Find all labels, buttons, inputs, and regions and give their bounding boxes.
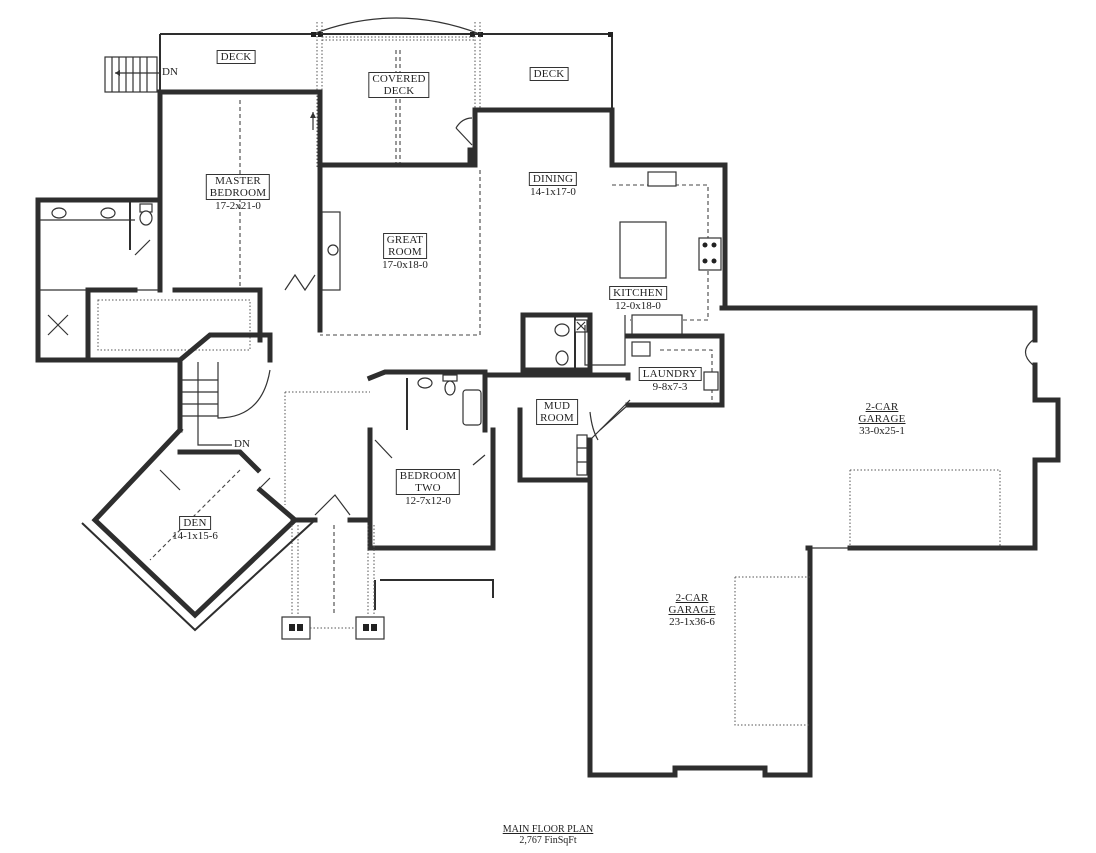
- room-name: 2-CAR GARAGE: [668, 592, 716, 616]
- kitchen-fixtures: [612, 171, 722, 336]
- room-name: DECK: [216, 50, 256, 64]
- mud-room: [487, 372, 631, 483]
- room-name: BEDROOM TWO: [395, 469, 461, 495]
- stair-down-label: DN: [234, 438, 250, 450]
- deck-outline: [159, 17, 613, 168]
- room-dimensions: 9-8x7-3: [652, 381, 688, 393]
- room-name: MASTER BEDROOM: [205, 174, 271, 200]
- room-dimensions: 12-0x18-0: [615, 300, 661, 312]
- room-label-mud-room: MUD ROOM: [536, 399, 578, 425]
- garage-walls: [587, 305, 1061, 778]
- room-name: COVERED DECK: [368, 72, 430, 98]
- stair-down-label: DN: [162, 66, 178, 78]
- room-label-dining: DINING 14-1x17-0: [528, 172, 578, 198]
- room-label-deck-right: DECK: [529, 67, 569, 81]
- room-label-great-room: GREAT ROOM 17-0x18-0: [382, 233, 428, 271]
- room-label-master-bedroom: MASTER BEDROOM 17-2x21-0: [205, 174, 271, 212]
- room-dimensions: 23-1x36-6: [669, 616, 715, 628]
- room-label-deck-left: DECK: [216, 50, 256, 64]
- den: [81, 426, 316, 632]
- room-label-den: DEN 14-1x15-6: [172, 516, 218, 542]
- plan-area: 2,767 FinSqFt: [519, 835, 577, 846]
- master-bedroom-walls: [35, 89, 323, 363]
- room-name: DINING: [528, 172, 578, 186]
- room-dimensions: 14-1x15-6: [172, 530, 218, 542]
- room-dimensions: 14-1x17-0: [530, 186, 576, 198]
- room-dimensions: 12-7x12-0: [405, 495, 451, 507]
- laundry-room: [599, 333, 725, 431]
- bedroom-two: [366, 369, 496, 610]
- room-name: KITCHEN: [609, 286, 667, 300]
- room-dimensions: 17-2x21-0: [215, 200, 261, 212]
- room-label-bedroom-two: BEDROOM TWO 12-7x12-0: [395, 469, 461, 507]
- room-dimensions: 17-0x18-0: [382, 259, 428, 271]
- room-name: LAUNDRY: [638, 367, 702, 381]
- front-porch: [281, 494, 385, 640]
- deck-stairs: [104, 56, 160, 93]
- room-name: 2-CAR GARAGE: [858, 401, 906, 425]
- room-name: MUD ROOM: [536, 399, 578, 425]
- room-label-garage-lower: 2-CAR GARAGE 23-1x36-6: [668, 592, 715, 628]
- room-label-covered-deck: COVERED DECK: [368, 72, 430, 98]
- plan-title-block: MAIN FLOOR PLAN 2,767 FinSqFt: [503, 824, 594, 846]
- room-name: DEN: [179, 516, 211, 530]
- great-room-walls: [284, 107, 728, 336]
- master-bath: [38, 200, 263, 358]
- room-label-kitchen: KITCHEN 12-0x18-0: [609, 286, 667, 312]
- interior-stairs: [176, 332, 370, 505]
- room-name: DECK: [529, 67, 569, 81]
- room-dimensions: 33-0x25-1: [859, 425, 905, 437]
- plan-title: MAIN FLOOR PLAN: [502, 824, 594, 835]
- room-name: GREAT ROOM: [382, 233, 428, 259]
- room-label-laundry: LAUNDRY 9-8x7-3: [638, 367, 702, 393]
- powder-room: [520, 312, 626, 373]
- room-label-garage-upper: 2-CAR GARAGE 33-0x25-1: [858, 401, 905, 437]
